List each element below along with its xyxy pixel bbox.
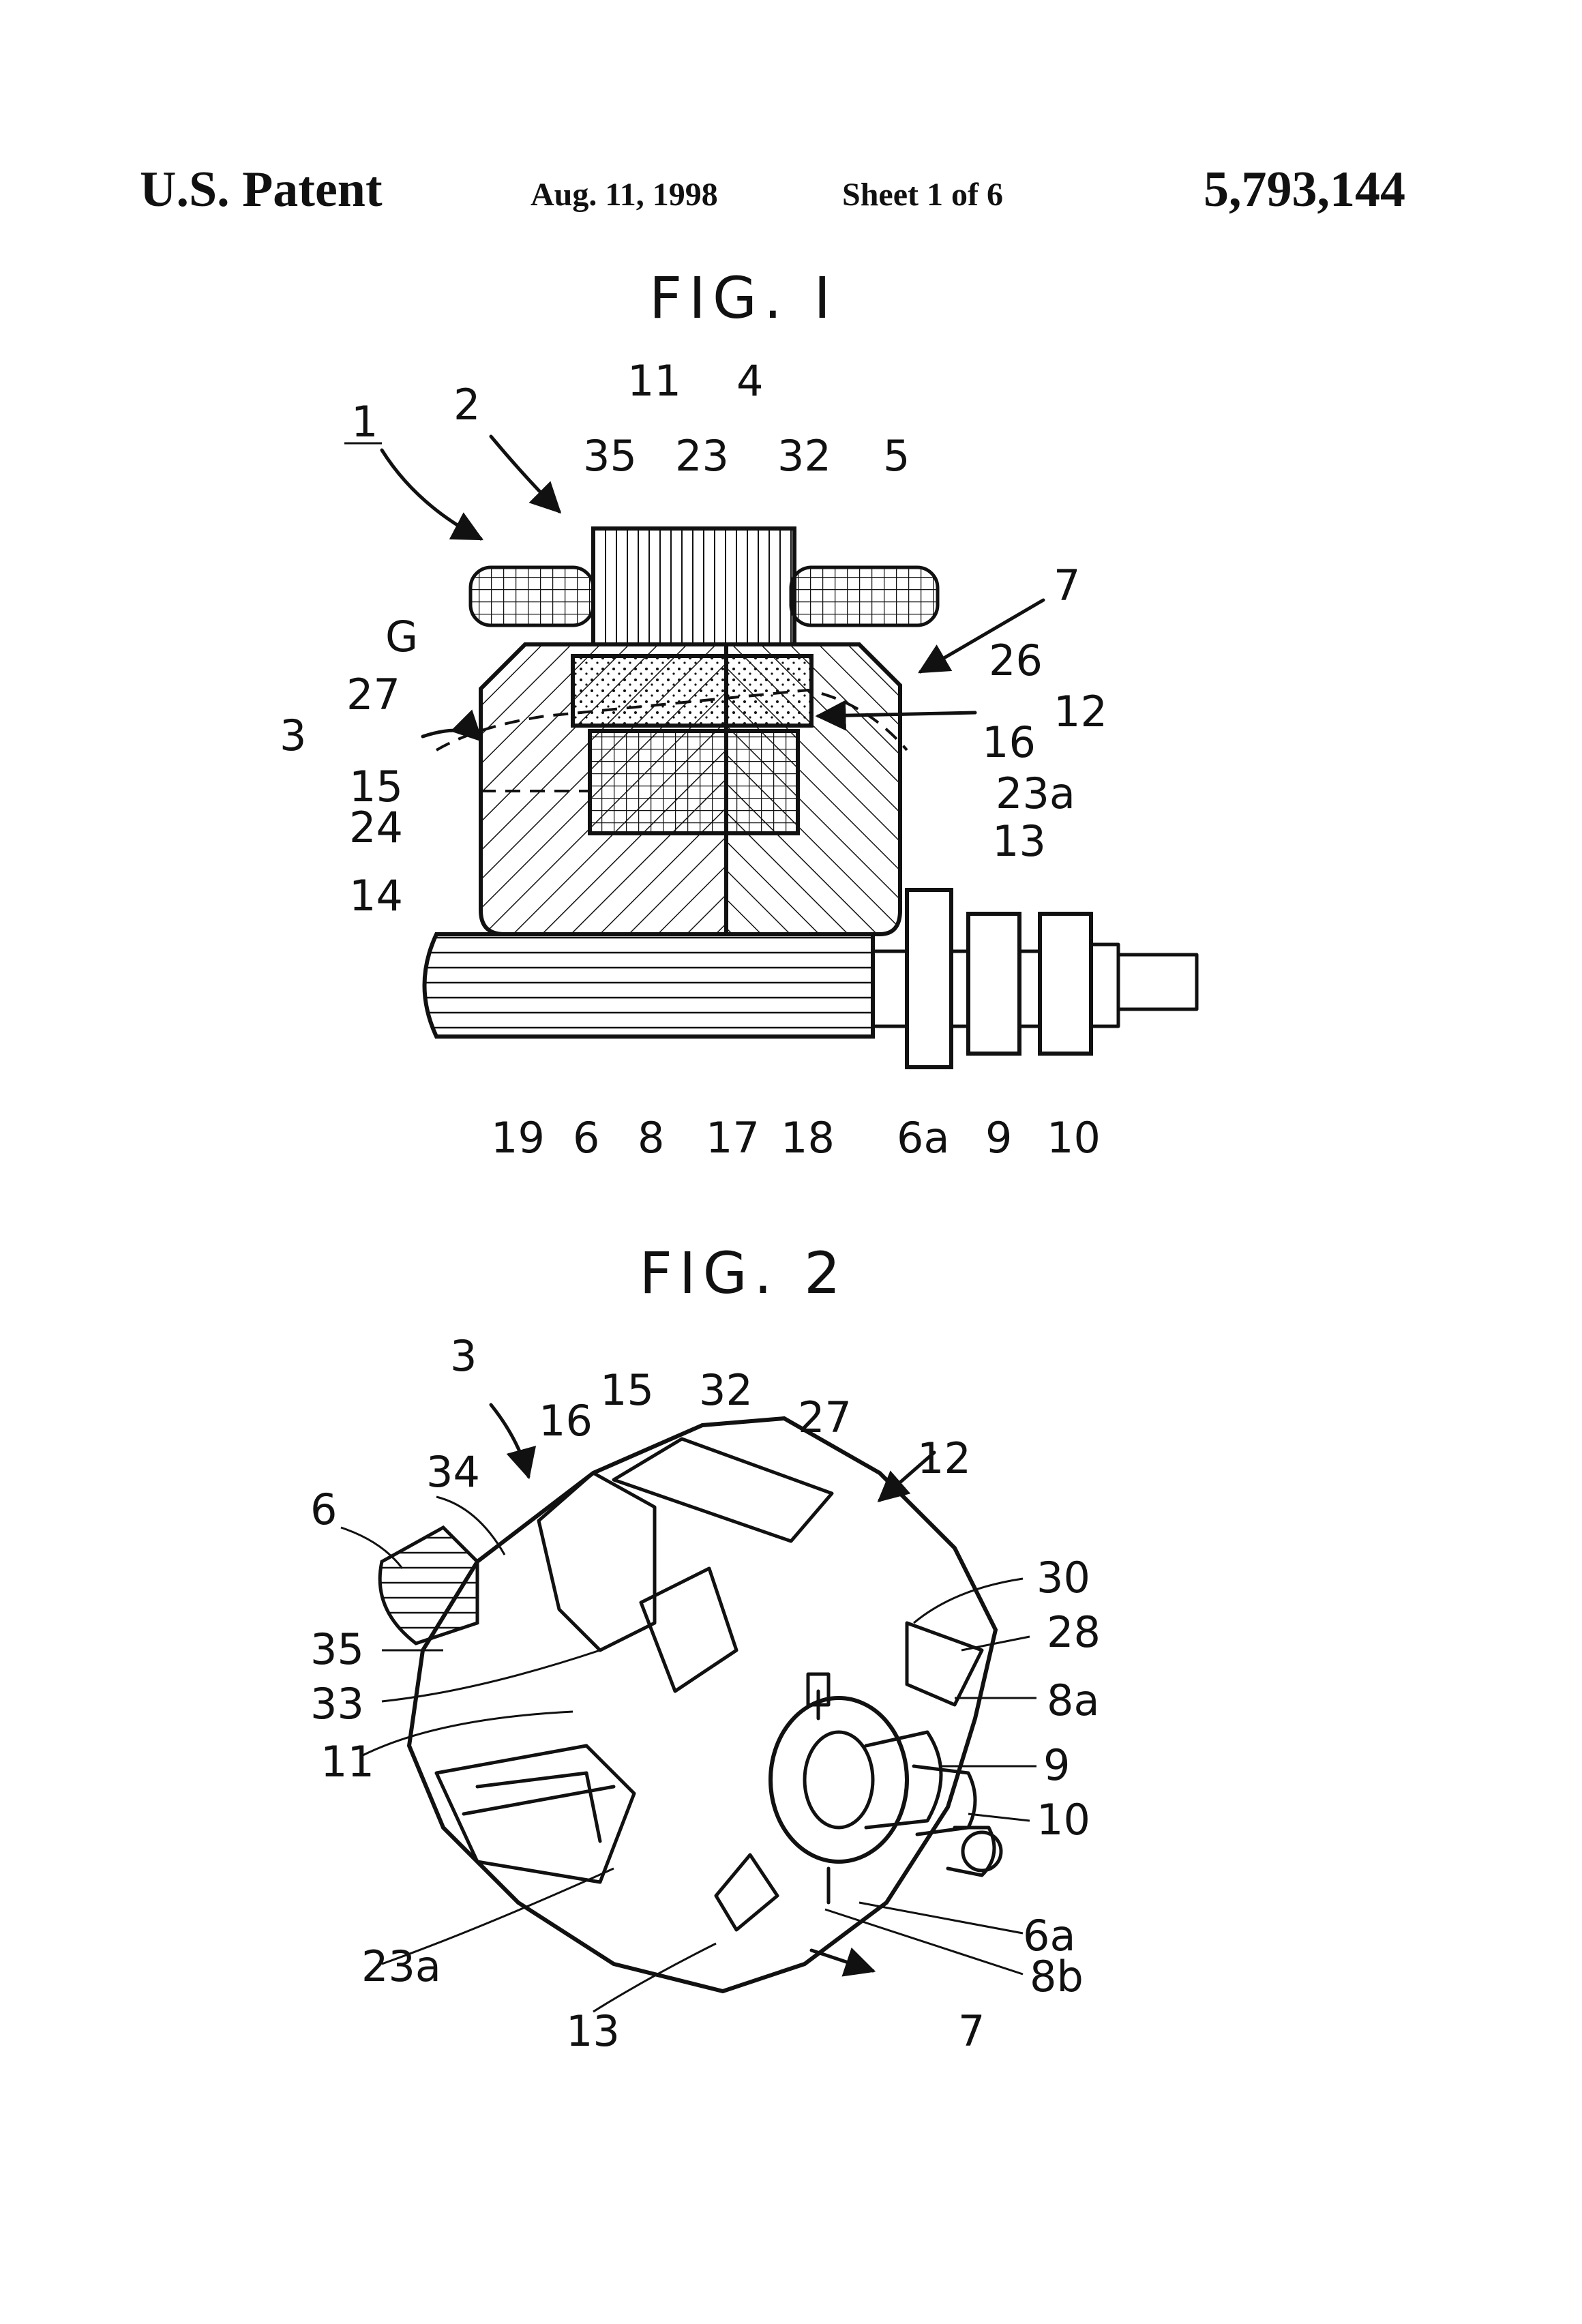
fig2-label-10: 10 <box>1036 1795 1090 1845</box>
slip-ring-9 <box>968 914 1019 1054</box>
stator-core-right <box>791 567 938 625</box>
fig1-label-27: 27 <box>346 670 400 719</box>
fig1-label-23a: 23a <box>996 769 1075 818</box>
shaft-left <box>380 1528 477 1643</box>
fig1-label-19: 19 <box>491 1113 545 1163</box>
fig1-label-14: 14 <box>349 871 403 921</box>
fig1-label-32: 32 <box>777 431 831 481</box>
hub-face <box>771 1698 907 1862</box>
permanent-magnet <box>573 656 811 726</box>
fig2-label-30: 30 <box>1036 1553 1090 1603</box>
field-coil <box>590 731 798 833</box>
fig2-label-12: 12 <box>917 1433 971 1483</box>
fig1-label-11: 11 <box>627 356 681 406</box>
fig1-label-1: 1 <box>351 397 378 447</box>
fig1-label-13: 13 <box>992 816 1046 866</box>
collar-6a <box>907 890 951 1067</box>
fig1-label-2: 2 <box>453 380 480 430</box>
fig1-label-12: 12 <box>1054 687 1107 736</box>
slip-ring-10 <box>1040 914 1091 1054</box>
fig2-label-15: 15 <box>600 1365 654 1415</box>
fig1-label-8: 8 <box>638 1113 664 1163</box>
fig1-label-4: 4 <box>736 356 763 406</box>
fig2-label-11: 11 <box>320 1737 374 1787</box>
fig1-label-7: 7 <box>1054 561 1080 610</box>
fig2-label-6: 6 <box>310 1485 337 1534</box>
fig2-label-28: 28 <box>1047 1607 1101 1657</box>
fig1-label-5: 5 <box>883 431 910 481</box>
fig2-label-7: 7 <box>958 2006 985 2056</box>
fig2-label-35: 35 <box>310 1624 364 1674</box>
fig1-label-10: 10 <box>1047 1113 1101 1163</box>
rotor-outline <box>409 1418 996 1991</box>
fig2-label-8b: 8b <box>1030 1952 1084 2001</box>
fig2-label-34: 34 <box>426 1447 480 1497</box>
stator-tooth <box>593 528 794 644</box>
fig2-label-3: 3 <box>450 1331 477 1381</box>
fig1-drawing <box>382 436 1197 1067</box>
fig1-label-18: 18 <box>781 1113 835 1163</box>
fig1-label-9: 9 <box>985 1113 1012 1163</box>
fig2-label-16: 16 <box>539 1396 593 1446</box>
fig1-label-17: 17 <box>706 1113 760 1163</box>
fig1-label-G: G <box>385 612 418 661</box>
fig1-label-16: 16 <box>982 717 1036 767</box>
fig1-label-6a: 6a <box>897 1113 949 1163</box>
fig1-label-24: 24 <box>349 803 403 852</box>
fig1-label-6: 6 <box>573 1113 599 1163</box>
fig2-label-32: 32 <box>699 1365 753 1415</box>
shaft <box>425 934 874 1037</box>
fig1-label-3: 3 <box>280 711 306 760</box>
fig2-label-27: 27 <box>798 1392 852 1442</box>
fig2-label-9: 9 <box>1043 1740 1070 1790</box>
fig2-label-8a: 8a <box>1047 1675 1099 1725</box>
fig2-label-23a: 23a <box>361 1941 441 1991</box>
fig1-label-23: 23 <box>675 431 729 481</box>
fig2-label-13: 13 <box>566 2006 620 2056</box>
stator-core-left <box>471 567 593 625</box>
fig1-label-26: 26 <box>989 636 1043 685</box>
fig1-label-35: 35 <box>583 431 637 481</box>
fig2-label-33: 33 <box>310 1679 364 1729</box>
